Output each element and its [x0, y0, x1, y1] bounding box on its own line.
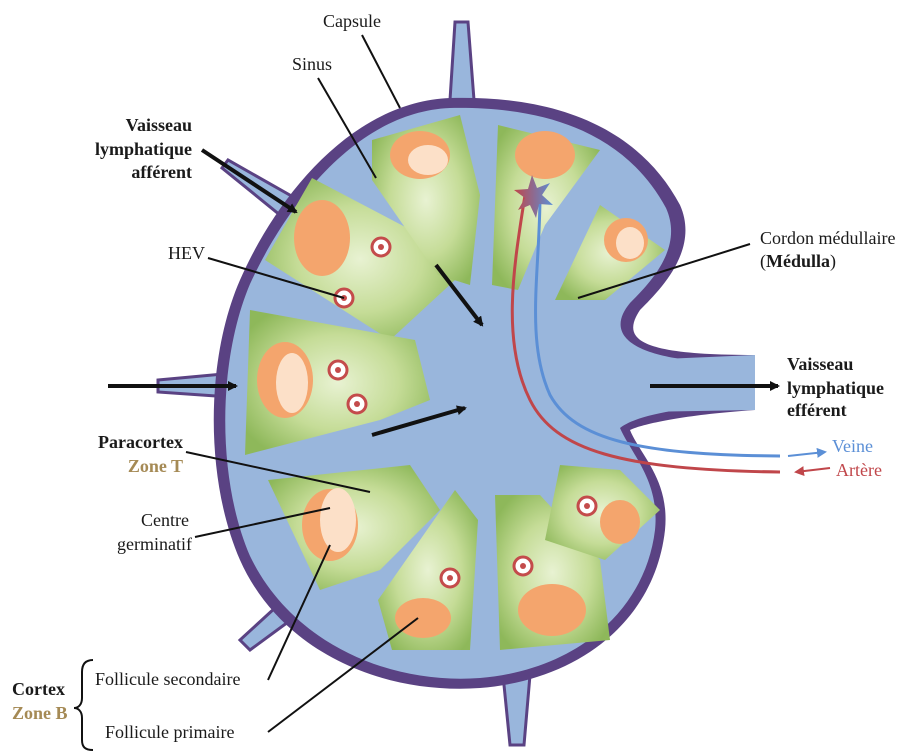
top-spike	[450, 22, 474, 100]
cortex-bracket	[74, 660, 93, 750]
label-cortex: Cortex	[12, 679, 65, 699]
follicle-top-right	[515, 131, 575, 179]
label-artere: Artère	[836, 460, 882, 480]
germinal-center-left	[276, 353, 308, 413]
bottom-spike	[503, 675, 530, 745]
label-afferent-line1: Vaisseau	[126, 115, 192, 135]
label-centre-line1: Centre	[141, 510, 189, 530]
label-sinus: Sinus	[292, 54, 332, 74]
label-efferent-line1: Vaisseau	[787, 354, 853, 374]
label-cortex-zone: Zone B	[12, 703, 68, 723]
efferent-vessel	[640, 355, 755, 412]
label-cordon-line2: (Médulla)	[760, 251, 836, 272]
follicle-right-lower	[600, 500, 640, 544]
label-hev: HEV	[168, 243, 205, 263]
label-efferent-line3: efférent	[787, 400, 847, 420]
germinal-center-top	[408, 145, 448, 175]
label-centre-line2: germinatif	[117, 534, 192, 554]
label-paracortex-zone: Zone T	[128, 456, 183, 476]
label-cordon-line1: Cordon médullaire	[760, 228, 895, 248]
label-afferent-line3: afférent	[131, 162, 192, 182]
follicle-bottom-left	[395, 598, 451, 638]
follicle-bottom-right	[518, 584, 586, 636]
afferent-arrow-upper	[202, 150, 296, 212]
vein-arrow	[788, 452, 825, 456]
label-follicule-primaire: Follicule primaire	[105, 722, 234, 742]
germinal-center-right	[616, 227, 644, 259]
artery-arrow	[796, 468, 830, 472]
label-veine: Veine	[832, 436, 873, 456]
label-efferent-line2: lymphatique	[787, 378, 884, 398]
label-afferent-line2: lymphatique	[95, 139, 192, 159]
label-follicule-secondaire: Follicule secondaire	[95, 669, 240, 689]
follicle-top-left	[294, 200, 350, 276]
label-paracortex: Paracortex	[98, 432, 183, 452]
germinal-center-lower-left	[320, 488, 356, 552]
label-capsule: Capsule	[323, 11, 381, 31]
